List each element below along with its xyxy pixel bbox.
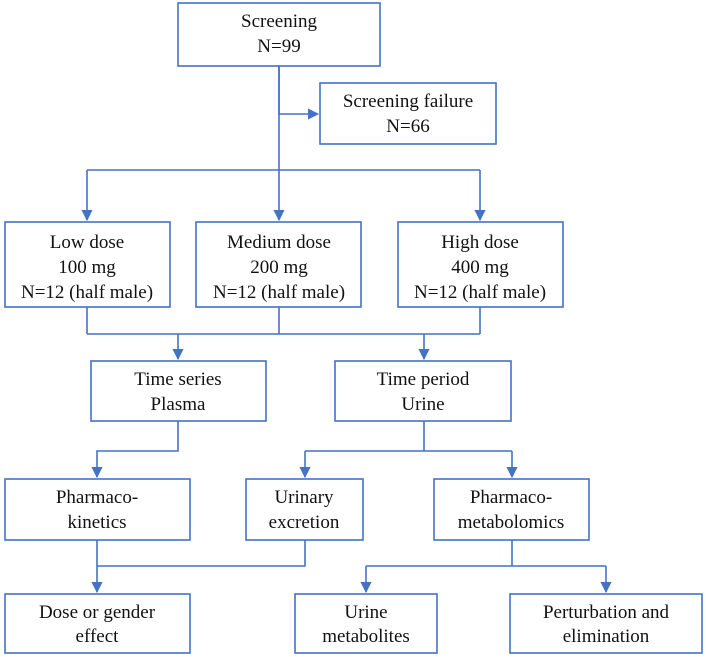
node-dose-gender: Dose or gender effect: [4, 593, 191, 654]
node-time-period-line2: Urine: [401, 394, 444, 415]
node-urinary-excretion: Urinary excretion: [245, 478, 364, 541]
node-pharmacometabolomics-line2: metabolomics: [458, 512, 565, 533]
node-low-dose-line3: N=12 (half male): [21, 282, 153, 303]
node-time-period: Time period Urine: [334, 360, 512, 422]
node-high-dose-line2: 400 mg: [451, 257, 509, 278]
node-pharmacokinetics-line1: Pharmaco-: [56, 487, 138, 508]
node-urinary-excretion-line1: Urinary: [274, 487, 334, 508]
node-medium-dose: Medium dose 200 mg N=12 (half male): [195, 221, 362, 308]
node-medium-dose-line2: 200 mg: [250, 257, 308, 278]
node-time-series-line2: Plasma: [151, 394, 206, 415]
node-low-dose-line1: Low dose: [50, 232, 124, 253]
edges: [81, 66, 612, 594]
node-low-dose: Low dose 100 mg N=12 (half male): [4, 221, 171, 308]
edge-urinary-excretion-to-dose-gender: [97, 540, 306, 567]
node-perturbation: Perturbation and elimination: [509, 593, 703, 654]
node-pharmacokinetics: Pharmaco- kinetics: [4, 478, 191, 541]
node-screening-failure-line1: Screening failure: [343, 91, 473, 112]
node-pharmacokinetics-line2: kinetics: [67, 512, 126, 533]
node-screening: Screening N=99: [177, 2, 381, 67]
node-time-series-line1: Time series: [134, 369, 221, 390]
edge-screening-to-screening-failure: [278, 66, 320, 120]
node-screening-line2: N=99: [257, 36, 300, 57]
node-high-dose-line1: High dose: [441, 232, 519, 253]
node-time-series: Time series Plasma: [90, 360, 267, 422]
node-urinary-excretion-line2: excretion: [269, 512, 340, 533]
node-perturbation-line2: elimination: [563, 626, 650, 647]
node-dose-gender-line1: Dose or gender: [39, 602, 156, 623]
node-medium-dose-line3: N=12 (half male): [213, 282, 345, 303]
node-urine-metabolites: Urine metabolites: [294, 593, 438, 654]
node-urine-metabolites-line1: Urine: [344, 602, 387, 623]
node-low-dose-line2: 100 mg: [58, 257, 116, 278]
node-perturbation-line1: Perturbation and: [543, 602, 670, 623]
node-high-dose: High dose 400 mg N=12 (half male): [397, 221, 564, 308]
node-screening-line1: Screening: [241, 11, 317, 32]
node-screening-failure: Screening failure N=66: [319, 82, 497, 145]
node-high-dose-line3: N=12 (half male): [414, 282, 546, 303]
node-pharmacometabolomics-line1: Pharmaco-: [470, 487, 552, 508]
node-medium-dose-line1: Medium dose: [227, 232, 331, 253]
node-urine-metabolites-line2: metabolites: [322, 626, 410, 647]
edge-time-series-to-pharmacokinetics: [91, 421, 179, 479]
node-pharmacometabolomics: Pharmaco- metabolomics: [433, 478, 590, 541]
node-dose-gender-line2: effect: [76, 626, 120, 647]
node-screening-failure-line2: N=66: [386, 116, 429, 137]
node-time-period-line1: Time period: [377, 369, 470, 390]
